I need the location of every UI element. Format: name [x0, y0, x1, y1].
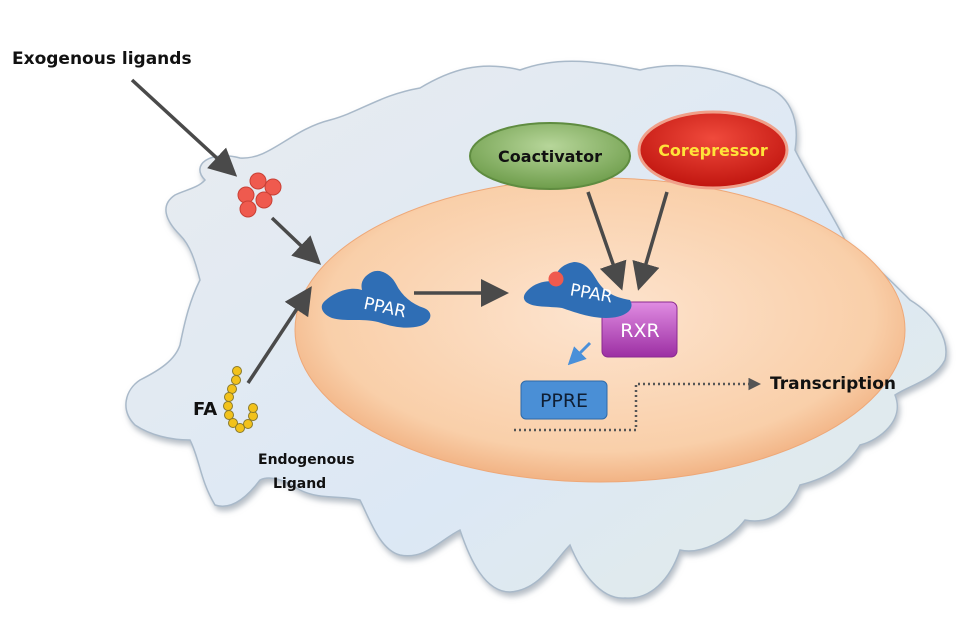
ppar-unbound-shape — [321, 270, 431, 328]
ppar-bound-shape — [523, 262, 632, 318]
fa-label: FA — [193, 399, 217, 420]
fatty-acid-chain-icon — [223, 366, 258, 433]
exogenous-ligands-label: Exogenous ligands — [12, 49, 192, 69]
rxr-label: RXR — [620, 320, 659, 342]
corepressor-label: Corepressor — [658, 141, 768, 160]
arrow-fa-to-ppar — [246, 286, 312, 384]
ppre-label: PPRE — [540, 390, 588, 412]
coactivator-node: Coactivator — [469, 122, 631, 190]
ppar-unbound: PPAR — [321, 270, 431, 328]
transcription-path — [514, 377, 761, 432]
arrow-corepressor-to-complex — [632, 191, 669, 291]
corepressor-node: Corepressor — [637, 110, 789, 190]
bound-ligand-icon — [548, 271, 564, 287]
arrow-exogenous-to-cell — [130, 78, 238, 177]
endogenous-ligand-label-line2: Ligand — [273, 476, 326, 492]
exogenous-ligand-cluster-icon — [237, 172, 282, 218]
endogenous-ligand-label-line1: Endogenous — [258, 452, 355, 468]
arrow-ligand-to-ppar — [270, 216, 322, 265]
arrow-coactivator-to-complex — [586, 191, 627, 291]
transcription-label: Transcription — [770, 374, 896, 394]
coactivator-label: Coactivator — [498, 147, 602, 166]
ppre-node: PPRE — [520, 380, 608, 420]
arrow-rxr-to-ppre — [567, 341, 592, 366]
